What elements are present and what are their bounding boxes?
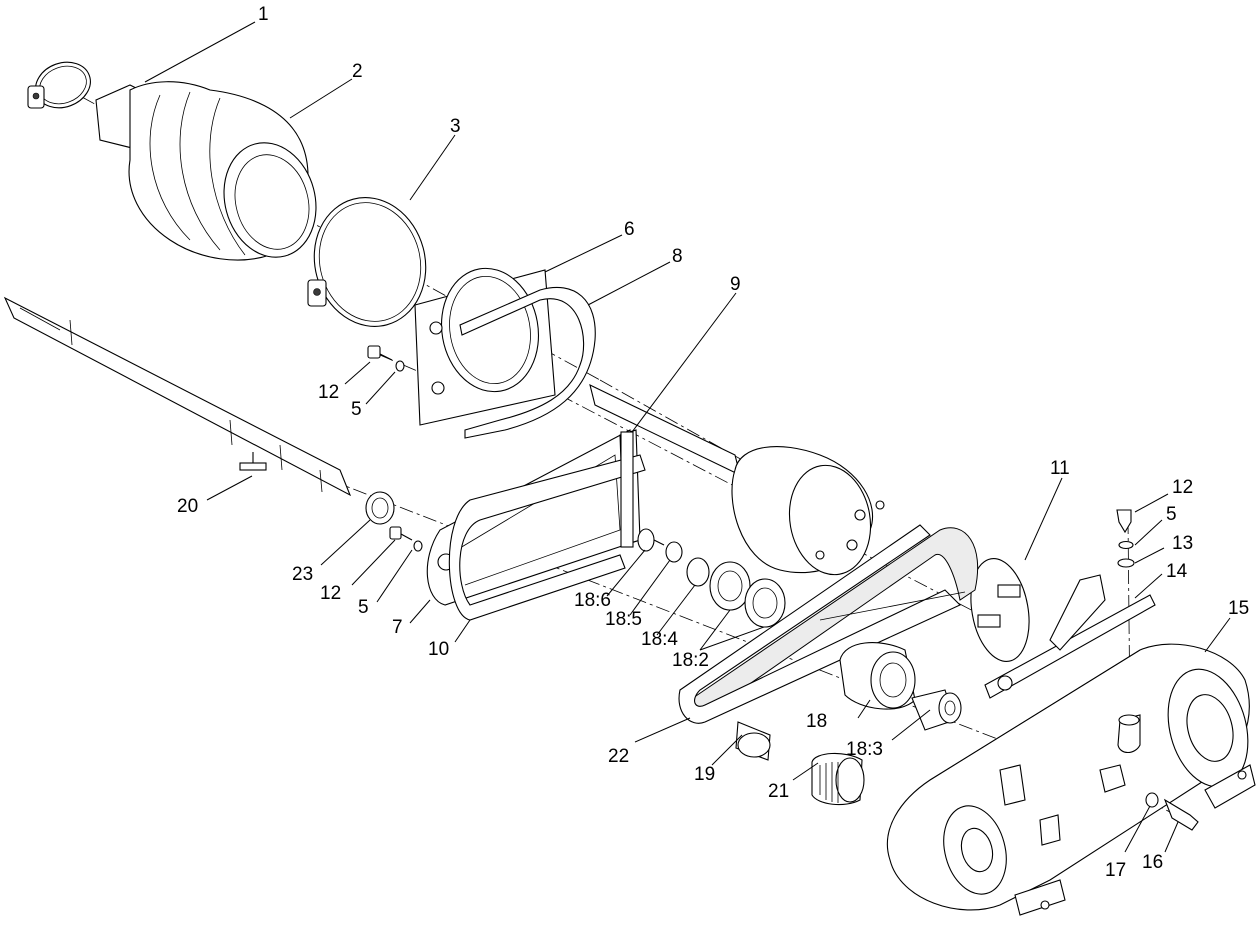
leader-lines <box>144 21 1231 853</box>
callout-13: 13 <box>1172 533 1193 554</box>
part-bellows-boot <box>95 81 317 261</box>
callout-11: 11 <box>1050 458 1070 479</box>
part-housing <box>886 643 1256 916</box>
part-hydraulic-motor <box>589 383 885 576</box>
callout-12-lower: 12 <box>320 583 341 604</box>
callout-14: 14 <box>1166 561 1188 582</box>
callout-15: 15 <box>1228 598 1249 619</box>
callout-18-3: 18:3 <box>846 739 883 760</box>
callout-2: 2 <box>352 61 363 82</box>
part-key <box>239 452 267 471</box>
callout-5-upper: 5 <box>351 399 362 420</box>
part-spacer <box>911 689 962 731</box>
callout-labels: 1 2 3 6 8 9 12 5 20 23 12 5 7 10 18:6 18… <box>177 4 1249 881</box>
part-idler-pulley <box>839 642 916 710</box>
part-bushing <box>365 491 395 525</box>
callout-18-4: 18:4 <box>641 629 678 650</box>
callout-17: 17 <box>1105 860 1126 881</box>
part-pulley-flange <box>970 558 1030 662</box>
part-bearing-set <box>637 528 786 628</box>
part-toothed-belt <box>678 524 979 724</box>
callout-7: 7 <box>392 617 403 638</box>
callout-3: 3 <box>450 116 461 137</box>
callout-6: 6 <box>624 219 635 240</box>
part-bolt-washer-upper <box>367 345 405 372</box>
part-flange-plate <box>414 267 556 426</box>
callout-9: 9 <box>730 274 741 295</box>
callout-1: 1 <box>258 4 269 25</box>
callout-16: 16 <box>1142 852 1163 873</box>
callout-19: 19 <box>694 764 715 785</box>
part-hose-clamp-small <box>27 61 91 109</box>
part-guide-strip <box>620 431 634 548</box>
callout-10: 10 <box>428 639 449 660</box>
callout-5-right: 5 <box>1166 504 1177 525</box>
part-tensioner-arm <box>984 574 1156 699</box>
callout-18: 18 <box>806 711 827 732</box>
part-bolt-washer-lower <box>389 526 423 552</box>
callout-18-5: 18:5 <box>605 609 642 630</box>
part-sleeve <box>735 721 771 761</box>
callout-18-6: 18:6 <box>574 590 611 611</box>
callout-8: 8 <box>672 246 683 267</box>
callout-18-2: 18:2 <box>672 650 709 671</box>
part-hose-clamp-large <box>307 197 427 327</box>
part-toothed-pulley <box>811 752 865 806</box>
callout-22: 22 <box>608 746 629 767</box>
callout-12-right: 12 <box>1172 477 1193 498</box>
callout-5-lower: 5 <box>358 597 369 618</box>
part-v-belt <box>448 454 646 621</box>
callout-23: 23 <box>292 564 313 585</box>
callout-21: 21 <box>768 781 789 802</box>
part-fasteners-right <box>1116 509 1135 568</box>
callout-12-upper: 12 <box>318 382 339 403</box>
part-drive-shaft <box>3 296 352 497</box>
part-bolt-washer-bottom <box>1145 792 1199 831</box>
callout-20: 20 <box>177 496 198 517</box>
